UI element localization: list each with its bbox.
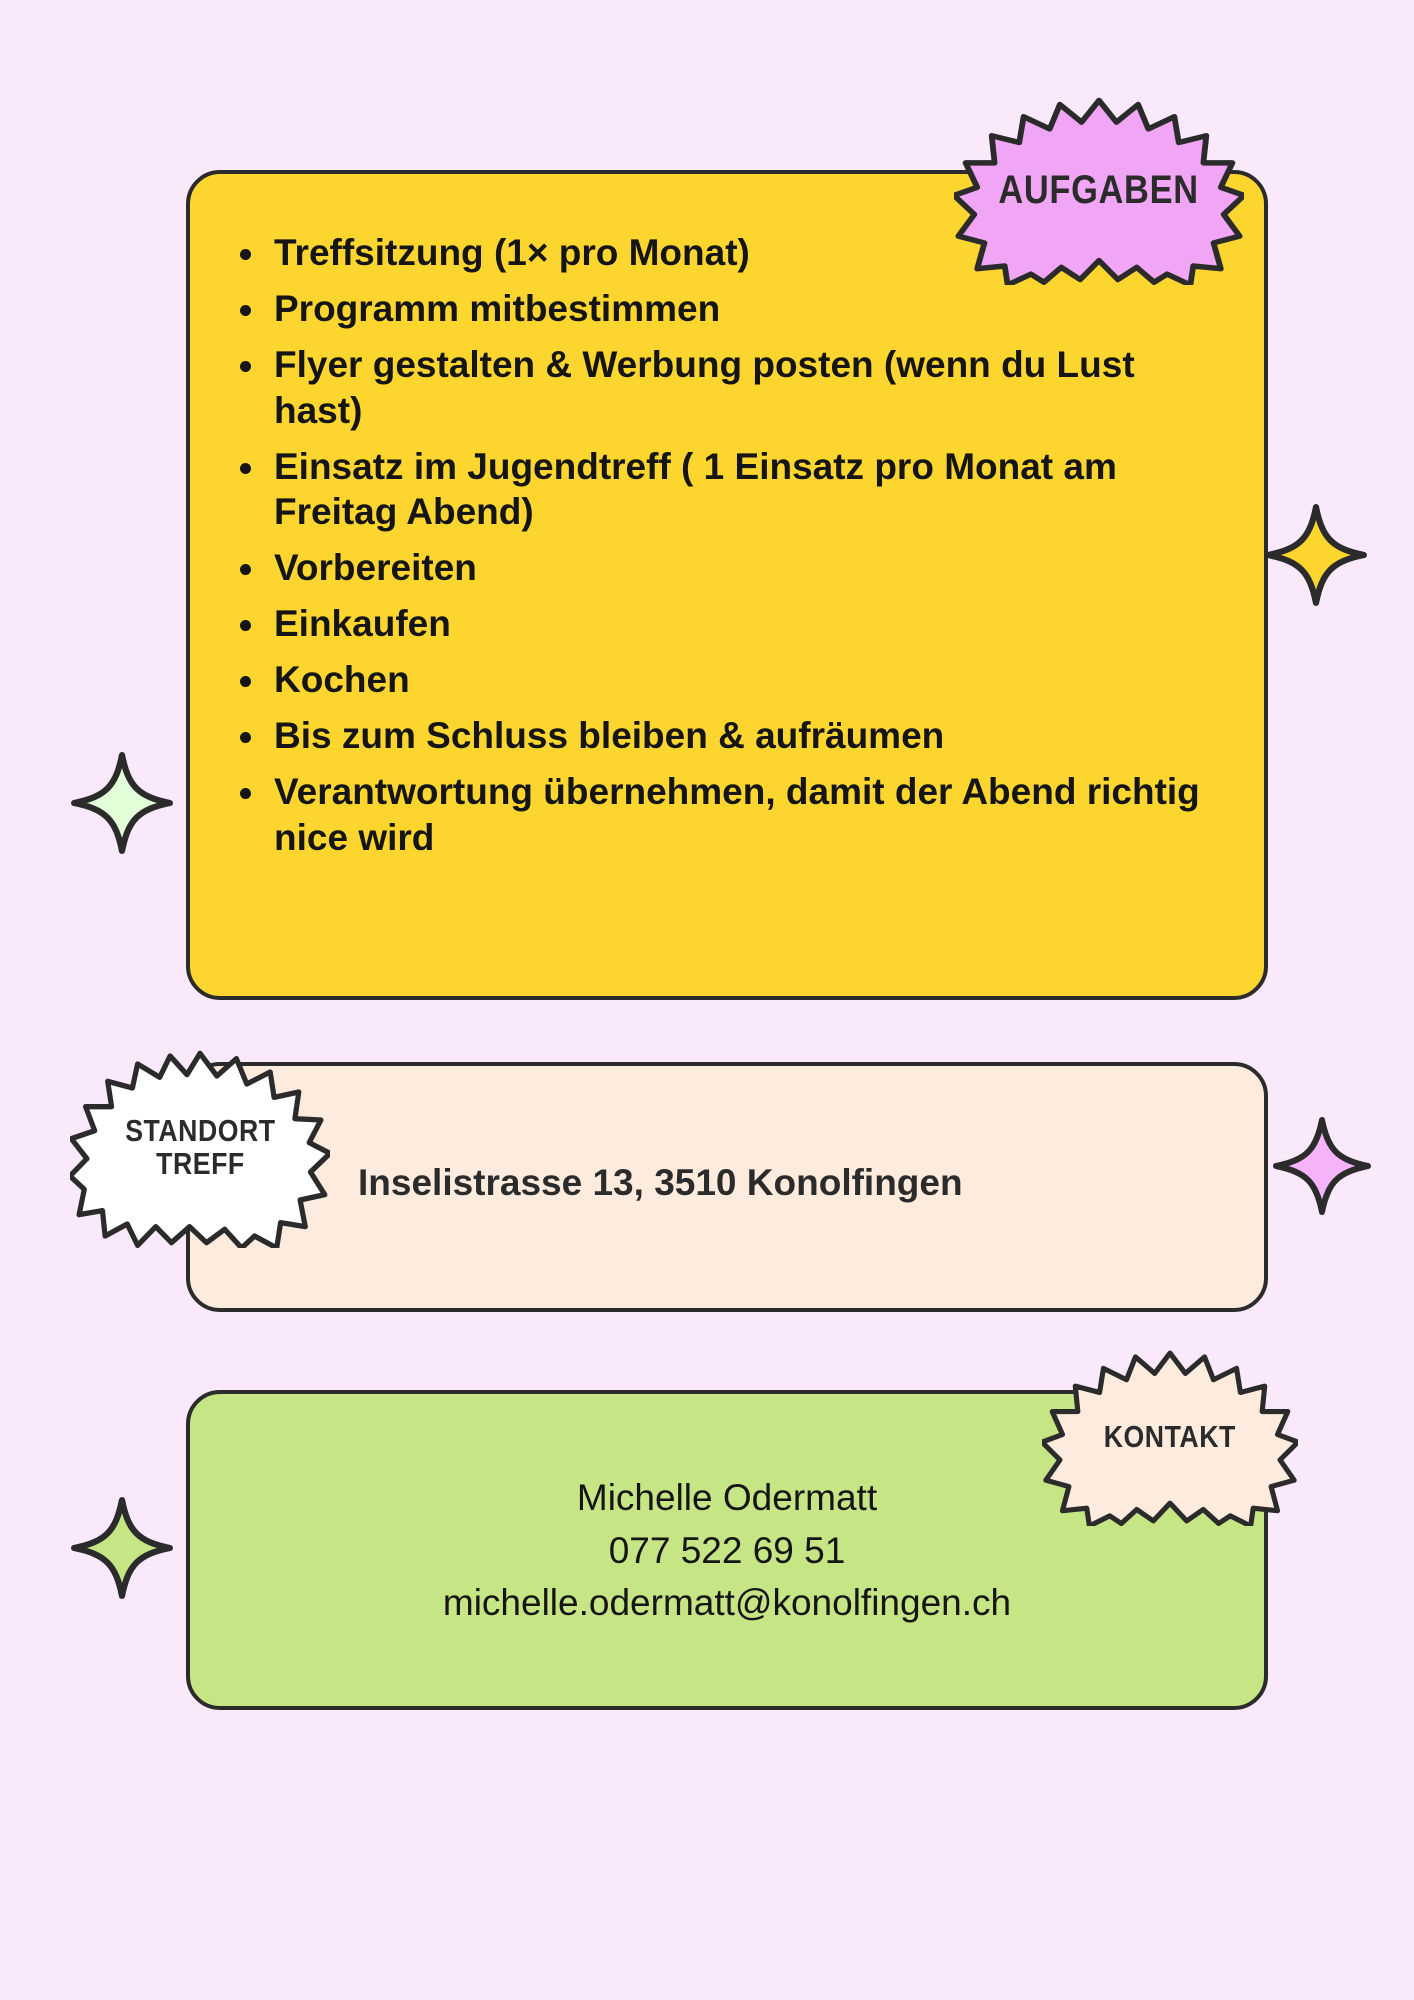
four-point-sparkle-icon bbox=[1272, 1112, 1372, 1220]
four-point-sparkle-icon bbox=[70, 748, 174, 858]
list-item: Kochen bbox=[232, 657, 1224, 703]
standort-treff-badge: STANDORT TREFF bbox=[70, 1048, 330, 1248]
starburst-icon bbox=[1042, 1350, 1298, 1526]
list-item: Programm mitbestimmen bbox=[232, 286, 1224, 332]
contact-details: Michelle Odermatt 077 522 69 51 michelle… bbox=[190, 1472, 1264, 1630]
list-item: Bis zum Schluss bleiben & aufräumen bbox=[232, 713, 1224, 759]
task-text: Kochen bbox=[274, 659, 410, 700]
list-item: Verantwortung übernehmen, damit der Aben… bbox=[232, 769, 1224, 861]
sparkle-glyph bbox=[1265, 504, 1367, 606]
contact-email[interactable]: michelle.odermatt@konolfingen.ch bbox=[442, 1582, 1012, 1624]
tasks-list: Treffsitzung (1× pro Monat) Programm mit… bbox=[190, 174, 1264, 861]
sparkle-glyph bbox=[71, 752, 173, 854]
kontakt-badge-label: KONTAKT bbox=[1103, 1418, 1237, 1454]
aufgaben-badge-label: AUFGABEN bbox=[998, 168, 1200, 212]
list-item: Treffsitzung (1× pro Monat) bbox=[232, 230, 1224, 276]
task-text: Vorbereiten bbox=[274, 547, 477, 589]
list-item: Einkaufen bbox=[232, 601, 1224, 647]
sparkle-glyph bbox=[71, 1497, 173, 1599]
standort-treff-badge-line2: TREFF bbox=[155, 1146, 245, 1181]
kontakt-badge: KONTAKT bbox=[1042, 1348, 1298, 1526]
task-text: Einsatz im Jugendtreff ( 1 Einsatz pro M… bbox=[274, 445, 1117, 533]
tasks-card: Treffsitzung (1× pro Monat) Programm mit… bbox=[186, 170, 1268, 1000]
task-text: Bis zum Schluss bleiben & aufräumen bbox=[274, 714, 945, 756]
location-card: Inselistrasse 13, 3510 Konolfingen bbox=[186, 1062, 1268, 1312]
task-text: Flyer gestalten & Werbung posten (wenn d… bbox=[274, 343, 1135, 431]
standort-treff-badge-label: STANDORT TREFF bbox=[125, 1115, 275, 1180]
starburst-icon bbox=[70, 1050, 330, 1248]
contact-name: Michelle Odermatt bbox=[576, 1477, 878, 1518]
list-item: Flyer gestalten & Werbung posten (wenn d… bbox=[232, 342, 1224, 434]
starburst-icon bbox=[954, 97, 1244, 285]
four-point-sparkle-icon bbox=[1264, 500, 1368, 610]
standort-treff-badge-line1: STANDORT bbox=[124, 1113, 276, 1149]
task-text: Einkaufen bbox=[274, 603, 451, 645]
task-text: Verantwortung übernehmen, damit der Aben… bbox=[274, 770, 1200, 858]
contact-phone[interactable]: 077 522 69 51 bbox=[608, 1529, 846, 1571]
address-text: Inselistrasse 13, 3510 Konolfingen bbox=[358, 1162, 963, 1203]
sparkle-glyph bbox=[1273, 1117, 1371, 1215]
task-text: Treffsitzung (1× pro Monat) bbox=[274, 232, 750, 273]
task-text: Programm mitbestimmen bbox=[274, 287, 721, 329]
four-point-sparkle-icon bbox=[70, 1492, 174, 1604]
aufgaben-badge: AUFGABEN bbox=[954, 95, 1244, 285]
list-item: Vorbereiten bbox=[232, 545, 1224, 591]
list-item: Einsatz im Jugendtreff ( 1 Einsatz pro M… bbox=[232, 444, 1224, 536]
